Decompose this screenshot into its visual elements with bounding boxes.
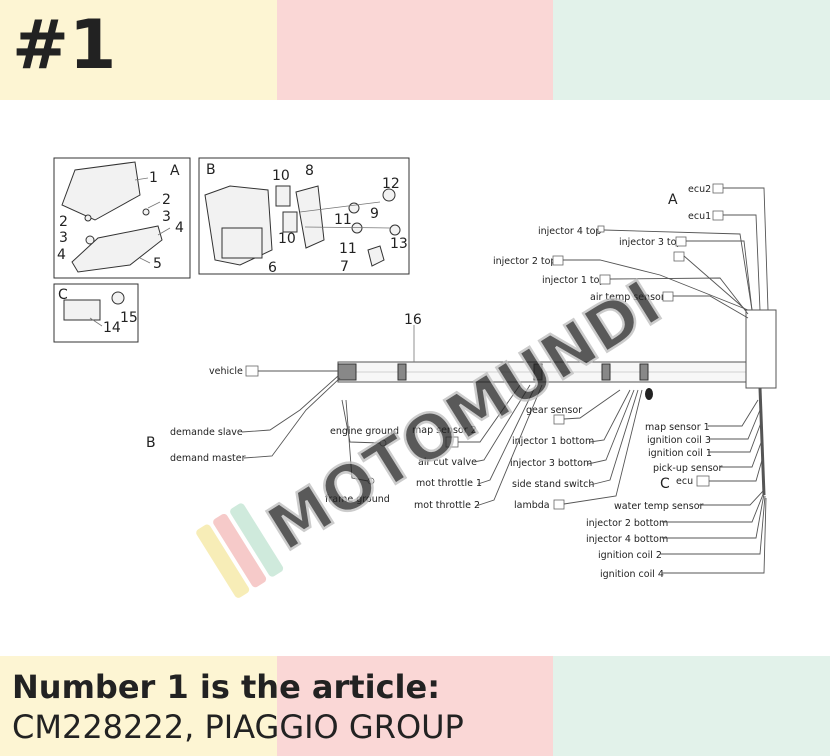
panel-a: A 1 2 3 4 2 3 4 5 — [53, 157, 191, 279]
label-ignition-coil-3: ignition coil 3 — [647, 435, 711, 446]
callout-10b: 10 — [278, 231, 296, 247]
callout-13: 13 — [390, 236, 408, 252]
label-demande-slave: demande slave — [170, 427, 243, 438]
label-water-temp-sensor: water temp sensor — [614, 501, 704, 512]
harness-letter-b: B — [146, 435, 156, 451]
label-injector-1-bottom: injector 1 bottom — [512, 436, 594, 447]
top-color-band — [0, 0, 830, 100]
callout-7: 7 — [340, 259, 349, 275]
label-injector-4-bottom: injector 4 bottom — [586, 534, 668, 545]
band-mint — [553, 0, 830, 100]
band-pink-bottom — [276, 656, 554, 756]
label-map-sensor-1: map sensor 1 — [645, 422, 710, 433]
panel-b: B 10 8 12 9 11 10 11 13 6 7 — [198, 157, 410, 276]
label-injector-3-bottom: injector 3 bottom — [510, 458, 592, 469]
label-ecu: ecu — [676, 476, 693, 487]
panel-c: C 14 15 — [53, 283, 139, 343]
bracket-8-shape — [295, 185, 325, 249]
label-engine-ground: engine ground — [330, 426, 399, 437]
callout-4b: 4 — [175, 220, 184, 236]
callout-8: 8 — [305, 163, 314, 179]
callout-3a: 3 — [59, 230, 68, 246]
label-mot-throttle-1: mot throttle 1 — [416, 478, 482, 489]
harness-letter-c: C — [660, 476, 670, 492]
label-ignition-coil-4: ignition coil 4 — [600, 569, 664, 580]
ecu-junction-box-shape — [745, 309, 777, 389]
grommet-shape — [111, 291, 125, 305]
band-yellow — [0, 0, 277, 100]
bushing-10b-shape — [282, 211, 298, 233]
label-lambda: lambda — [514, 500, 550, 511]
bushing-10a-shape — [275, 185, 291, 207]
callout-9: 9 — [370, 206, 379, 222]
callout-3b: 3 — [162, 209, 171, 225]
label-ignition-coil-2: ignition coil 2 — [598, 550, 662, 561]
callout-2a: 2 — [59, 214, 68, 230]
label-air-temp-sensor: air temp sensor — [590, 292, 665, 303]
top-connectors: A ecu2 ecu1 injector 4 top injector 3 to… — [493, 183, 769, 319]
label-pick-up-sensor: pick-up sensor — [653, 463, 722, 474]
bottom-connectors: map sensor 2 air cut valve mot throttle … — [412, 384, 643, 511]
callout-11a: 11 — [334, 212, 352, 228]
label-mot-throttle-2: mot throttle 2 — [414, 500, 480, 511]
label-injector-3-top: injector 3 top — [619, 237, 682, 248]
label-injector-1-top: injector 1 top — [542, 275, 605, 286]
callout-16: 16 — [404, 312, 422, 328]
label-frame-ground: frame ground — [325, 494, 390, 505]
relay-shape — [63, 299, 101, 321]
callout-2b: 2 — [162, 192, 171, 208]
callout-6: 6 — [268, 260, 277, 276]
callout-14: 14 — [103, 320, 121, 336]
left-connectors: vehicle B demande slave demand master en… — [146, 365, 399, 505]
right-connectors: map sensor 1 ignition coil 3 ignition co… — [586, 399, 767, 580]
label-air-cut-valve: air cut valve — [418, 457, 477, 468]
label-map-sensor-2: map sensor 2 — [412, 425, 477, 436]
label-demand-master: demand master — [170, 453, 246, 464]
panel-c-letter: C — [58, 287, 68, 303]
band-yellow-bottom — [0, 656, 277, 756]
harness-letter-a: A — [668, 192, 678, 208]
panel-b-letter: B — [206, 162, 216, 178]
label-injector-4-top: injector 4 top — [538, 226, 601, 237]
callout-12: 12 — [382, 176, 400, 192]
item-number-badge: #1 — [12, 6, 117, 85]
caption-line-2: CM228222, PIAGGIO GROUP — [12, 708, 464, 746]
callout-10a: 10 — [272, 168, 290, 184]
callout-15: 15 — [120, 310, 138, 326]
main-harness: 16 — [337, 309, 777, 496]
label-ecu2: ecu2 — [688, 184, 711, 195]
label-ignition-coil-1: ignition coil 1 — [648, 448, 712, 459]
callout-11b: 11 — [339, 241, 357, 257]
callout-5: 5 — [153, 256, 162, 272]
actuator-housing-shape — [221, 227, 263, 259]
band-mint-bottom — [553, 656, 830, 756]
bottom-color-band — [0, 656, 830, 756]
label-injector-2-top: injector 2 top — [493, 256, 556, 267]
label-gear-sensor: gear sensor — [526, 405, 582, 416]
panel-a-letter: A — [170, 163, 180, 179]
callout-4a: 4 — [57, 247, 66, 263]
label-side-stand-switch: side stand switch — [512, 479, 594, 490]
callout-1: 1 — [149, 170, 158, 186]
label-injector-2-bottom: injector 2 bottom — [586, 518, 668, 529]
wiring-diagram: A 1 2 3 4 2 3 4 5 B 10 8 12 — [53, 157, 777, 598]
ecu-bracket-shape — [71, 225, 163, 273]
caption-line-1: Number 1 is the article: — [12, 668, 440, 706]
band-pink — [276, 0, 554, 100]
label-vehicle: vehicle — [209, 366, 243, 377]
label-ecu1: ecu1 — [688, 211, 711, 222]
